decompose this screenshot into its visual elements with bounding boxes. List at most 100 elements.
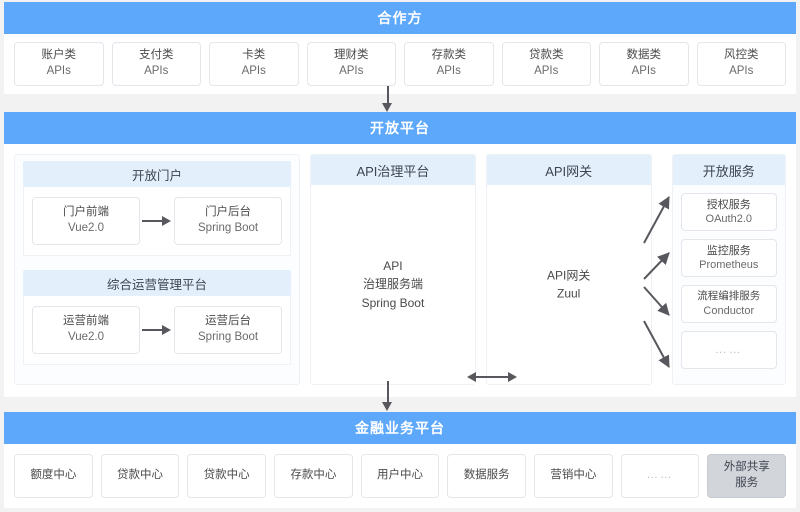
arrow-partners-to-openplatform — [381, 86, 395, 112]
center-box-sublabel: 服务 — [735, 477, 759, 489]
service-sublabel: Prometheus — [699, 259, 759, 271]
financial-center-row: 额度中心 贷款中心 贷款中心 存款中心 用户中心 数据服务 营销中心 …… — [4, 444, 796, 498]
governance-line-3: Spring Boot — [361, 295, 425, 310]
arrow-openplatform-to-financial — [381, 381, 395, 411]
column-api-gateway-body: API网关 Zuul — [487, 185, 651, 384]
center-box-more[interactable]: …… — [620, 454, 700, 498]
group-open-portal: 开放门户 门户前端 Vue2.0 门户后台 Spring Boot — [23, 161, 292, 256]
node-portal-frontend[interactable]: 门户前端 Vue2.0 — [32, 197, 141, 245]
api-box-sublabel: APIs — [46, 65, 71, 77]
open-platform-panel: 开放平台 开放门户 门户前端 Vue2.0 门户后台 Spring Boot — [4, 112, 796, 397]
node-label: 门户前端 — [63, 206, 110, 219]
service-sublabel: Conductor — [703, 304, 755, 317]
api-box-label: 贷款类 — [529, 49, 564, 62]
column-open-services-body: 授权服务 OAuth2.0 监控服务 Prometheus 流程编排服务 Con… — [673, 185, 785, 384]
center-box-loan-2[interactable]: 贷款中心 — [187, 454, 267, 498]
api-box-sublabel: APIs — [534, 65, 559, 77]
governance-line-2: 治理服务端 — [362, 277, 423, 292]
service-box-monitoring[interactable]: 监控服务 Prometheus — [680, 239, 777, 277]
column-open-portal: 开放门户 门户前端 Vue2.0 门户后台 Spring Boot — [14, 154, 301, 385]
api-box-sublabel: APIs — [729, 65, 754, 77]
api-box-data[interactable]: 数据类 APIs — [599, 42, 689, 86]
center-box-data-service[interactable]: 数据服务 — [447, 454, 527, 498]
api-box-wealth[interactable]: 理财类 APIs — [306, 42, 396, 86]
column-open-services: 开放服务 授权服务 OAuth2.0 监控服务 Prometheus 流程编排服… — [671, 154, 786, 385]
center-box-label: 数据服务 — [463, 469, 510, 482]
node-sublabel: Spring Boot — [198, 222, 259, 234]
partners-panel: 合作方 账户类 APIs 支付类 APIs 卡类 APIs 理财类 APIs 存… — [4, 2, 796, 94]
service-box-more[interactable]: …… — [680, 331, 777, 369]
arrow-portal-frontend-to-backend — [140, 214, 174, 228]
api-box-label: 账户类 — [41, 49, 77, 62]
service-label: 流程编排服务 — [697, 290, 761, 303]
api-box-label: 存款类 — [431, 49, 467, 62]
api-box-sublabel: APIs — [436, 65, 461, 77]
api-box-card[interactable]: 卡类 APIs — [209, 42, 299, 86]
center-box-credit-limit[interactable]: 额度中心 — [14, 454, 93, 498]
center-box-label: …… — [646, 469, 674, 482]
open-platform-columns: 开放门户 门户前端 Vue2.0 门户后台 Spring Boot — [4, 144, 796, 397]
service-sublabel: OAuth2.0 — [705, 213, 753, 225]
partners-title: 合作方 — [4, 2, 796, 34]
api-box-riskcontrol[interactable]: 风控类 APIs — [696, 42, 786, 86]
center-box-external-shared-service[interactable]: 外部共享 服务 — [707, 454, 787, 498]
node-label: 运营后台 — [205, 315, 252, 328]
api-box-label: 风控类 — [724, 49, 759, 62]
center-box-label: 贷款中心 — [117, 469, 163, 482]
group-operations-platform-body: 运营前端 Vue2.0 运营后台 Spring Boot — [23, 296, 292, 365]
service-label: …… — [714, 342, 743, 357]
service-label: 监控服务 — [706, 244, 751, 257]
open-services-stack: 授权服务 OAuth2.0 监控服务 Prometheus 流程编排服务 Con… — [673, 185, 785, 369]
center-box-label: 存款中心 — [290, 469, 337, 482]
api-box-sublabel: APIs — [339, 65, 364, 77]
center-box-label: 额度中心 — [30, 469, 77, 482]
service-box-authorization[interactable]: 授权服务 OAuth2.0 — [680, 193, 777, 231]
arrow-governance-gateway-bidirectional — [467, 370, 517, 384]
node-sublabel: Spring Boot — [198, 331, 259, 343]
service-label: 授权服务 — [706, 198, 751, 211]
column-open-services-header: 开放服务 — [672, 155, 785, 185]
api-box-deposit[interactable]: 存款类 APIs — [404, 42, 494, 86]
api-box-payment[interactable]: 支付类 APIs — [111, 42, 201, 86]
center-box-deposit[interactable]: 存款中心 — [274, 454, 353, 498]
column-api-governance: API治理平台 API 治理服务端 Spring Boot — [310, 154, 476, 385]
center-box-user[interactable]: 用户中心 — [360, 454, 440, 498]
api-box-loan[interactable]: 贷款类 APIs — [501, 42, 591, 86]
arrow-operations-frontend-to-backend — [140, 323, 174, 337]
api-box-sublabel: APIs — [631, 65, 656, 77]
governance-line-1: API — [383, 258, 403, 273]
node-api-gateway-zuul[interactable]: API网关 Zuul — [487, 266, 651, 303]
api-box-label: 理财类 — [334, 49, 369, 62]
column-api-gateway-header: API网关 — [486, 155, 651, 185]
column-api-governance-body: API 治理服务端 Spring Boot — [311, 185, 475, 384]
center-box-loan-1[interactable]: 贷款中心 — [100, 454, 180, 498]
node-sublabel: Vue2.0 — [68, 222, 105, 234]
gateway-line-1: API网关 — [547, 267, 591, 282]
api-box-label: 卡类 — [242, 49, 266, 62]
node-label: 运营前端 — [63, 315, 110, 328]
financial-platform-title: 金融业务平台 — [4, 412, 796, 444]
group-operations-platform: 综合运营管理平台 运营前端 Vue2.0 运营后台 Spring Boot — [23, 270, 292, 365]
center-box-label: 营销中心 — [550, 469, 597, 482]
financial-platform-panel: 金融业务平台 额度中心 贷款中心 贷款中心 存款中心 用户中心 数据服务 营销中… — [4, 412, 796, 508]
node-operations-backend[interactable]: 运营后台 Spring Boot — [174, 306, 283, 354]
node-sublabel: Vue2.0 — [68, 331, 105, 343]
gateway-line-2: Zuul — [557, 286, 581, 301]
node-portal-backend[interactable]: 门户后台 Spring Boot — [174, 197, 283, 245]
column-api-gateway: API网关 API网关 Zuul — [485, 154, 652, 385]
api-box-sublabel: APIs — [144, 65, 169, 77]
node-api-governance-server[interactable]: API 治理服务端 Spring Boot — [311, 257, 475, 313]
api-box-sublabel: APIs — [241, 65, 266, 77]
open-platform-title: 开放平台 — [4, 112, 796, 144]
group-open-portal-body: 门户前端 Vue2.0 门户后台 Spring Boot — [23, 187, 292, 256]
node-operations-frontend[interactable]: 运营前端 Vue2.0 — [32, 306, 141, 354]
center-box-label: 贷款中心 — [203, 469, 250, 482]
service-box-orchestration[interactable]: 流程编排服务 Conductor — [680, 285, 777, 323]
center-box-marketing[interactable]: 营销中心 — [534, 454, 613, 498]
api-box-label: 数据类 — [626, 49, 662, 62]
partner-api-row: 账户类 APIs 支付类 APIs 卡类 APIs 理财类 APIs 存款类 A… — [4, 34, 796, 86]
node-label: 门户后台 — [205, 206, 252, 219]
center-box-label: 用户中心 — [377, 469, 424, 482]
api-box-account[interactable]: 账户类 APIs — [14, 42, 104, 86]
